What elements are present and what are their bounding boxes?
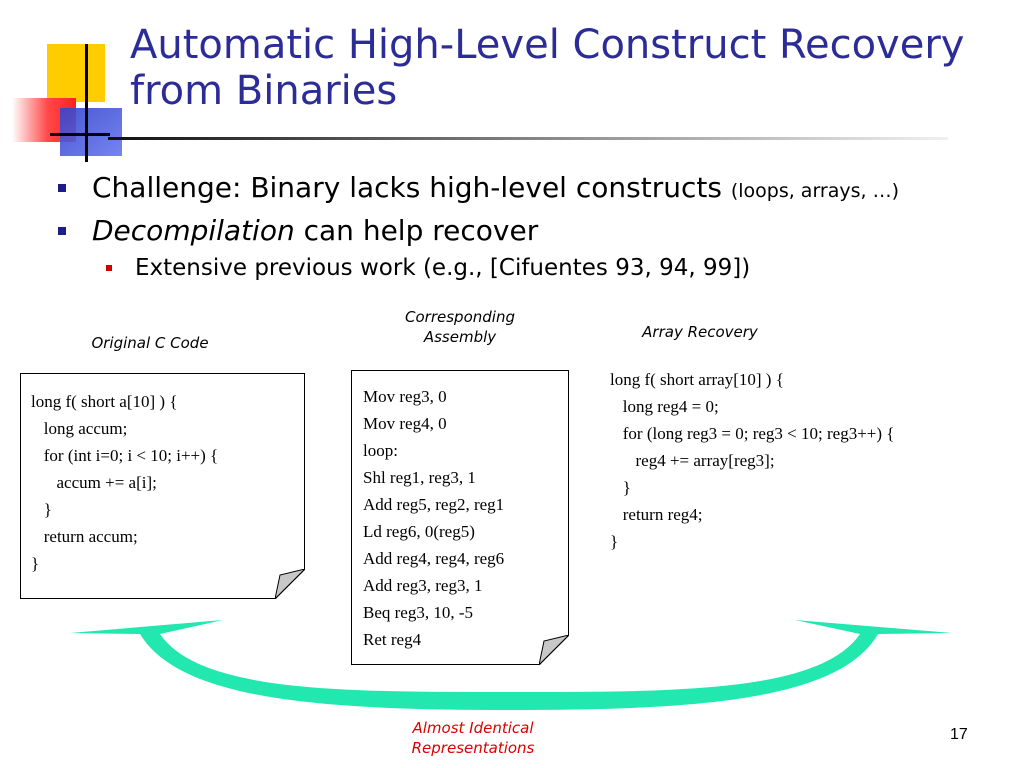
c-code-document: long f( short a[10] ) { long accum; for … xyxy=(20,373,305,599)
bullet-decompilation: Decompilation can help recover xyxy=(58,211,1018,251)
assembly-document: Mov reg3, 0 Mov reg4, 0 loop: Shl reg1, … xyxy=(351,370,569,665)
caption-almost-identical: Almost Identical Representations xyxy=(383,718,563,758)
title-underline xyxy=(108,137,948,140)
square-bullet-icon xyxy=(58,227,66,235)
caption-bottom-line2: Representations xyxy=(411,739,535,757)
bullet-list: Challenge: Binary lacks high-level const… xyxy=(58,168,1018,285)
slide-title: Automatic High-Level Construct Recovery … xyxy=(130,22,965,114)
bullet-decompilation-text: can help recover xyxy=(294,214,539,247)
decor-vertical-line xyxy=(85,44,88,162)
caption-bottom-line1: Almost Identical xyxy=(412,719,534,737)
caption-assembly-line2: Assembly xyxy=(423,328,497,346)
caption-original-c-code: Original C Code xyxy=(91,334,209,352)
page-fold-icon xyxy=(539,635,569,665)
bullet-challenge: Challenge: Binary lacks high-level const… xyxy=(58,168,1018,211)
assembly-text: Mov reg3, 0 Mov reg4, 0 loop: Shl reg1, … xyxy=(363,387,505,649)
array-recovery-code: long f( short array[10] ) { long reg4 = … xyxy=(610,370,895,551)
decor-horizontal-line xyxy=(50,133,110,136)
decor-yellow-square xyxy=(47,44,105,102)
caption-array-recovery: Array Recovery xyxy=(642,323,758,341)
bullet-challenge-note: (loops, arrays, …) xyxy=(730,180,900,202)
caption-assembly: Corresponding Assembly xyxy=(385,307,535,347)
bullet-decompilation-term: Decompilation xyxy=(92,214,295,247)
page-fold-icon xyxy=(275,569,305,599)
square-bullet-icon xyxy=(58,184,66,192)
c-code-text: long f( short a[10] ) { long accum; for … xyxy=(31,392,219,573)
sub-bullet-text: Extensive previous work (e.g., [Cifuente… xyxy=(135,255,751,281)
curved-double-arrow-icon xyxy=(70,620,952,710)
sub-bullet-previous-work: Extensive previous work (e.g., [Cifuente… xyxy=(58,251,1018,285)
decor-blue-square xyxy=(60,108,122,156)
page-number: 17 xyxy=(950,726,968,743)
red-square-bullet-icon xyxy=(106,265,112,271)
bullet-challenge-text: Challenge: Binary lacks high-level const… xyxy=(92,171,731,204)
caption-assembly-line1: Corresponding xyxy=(405,308,515,326)
